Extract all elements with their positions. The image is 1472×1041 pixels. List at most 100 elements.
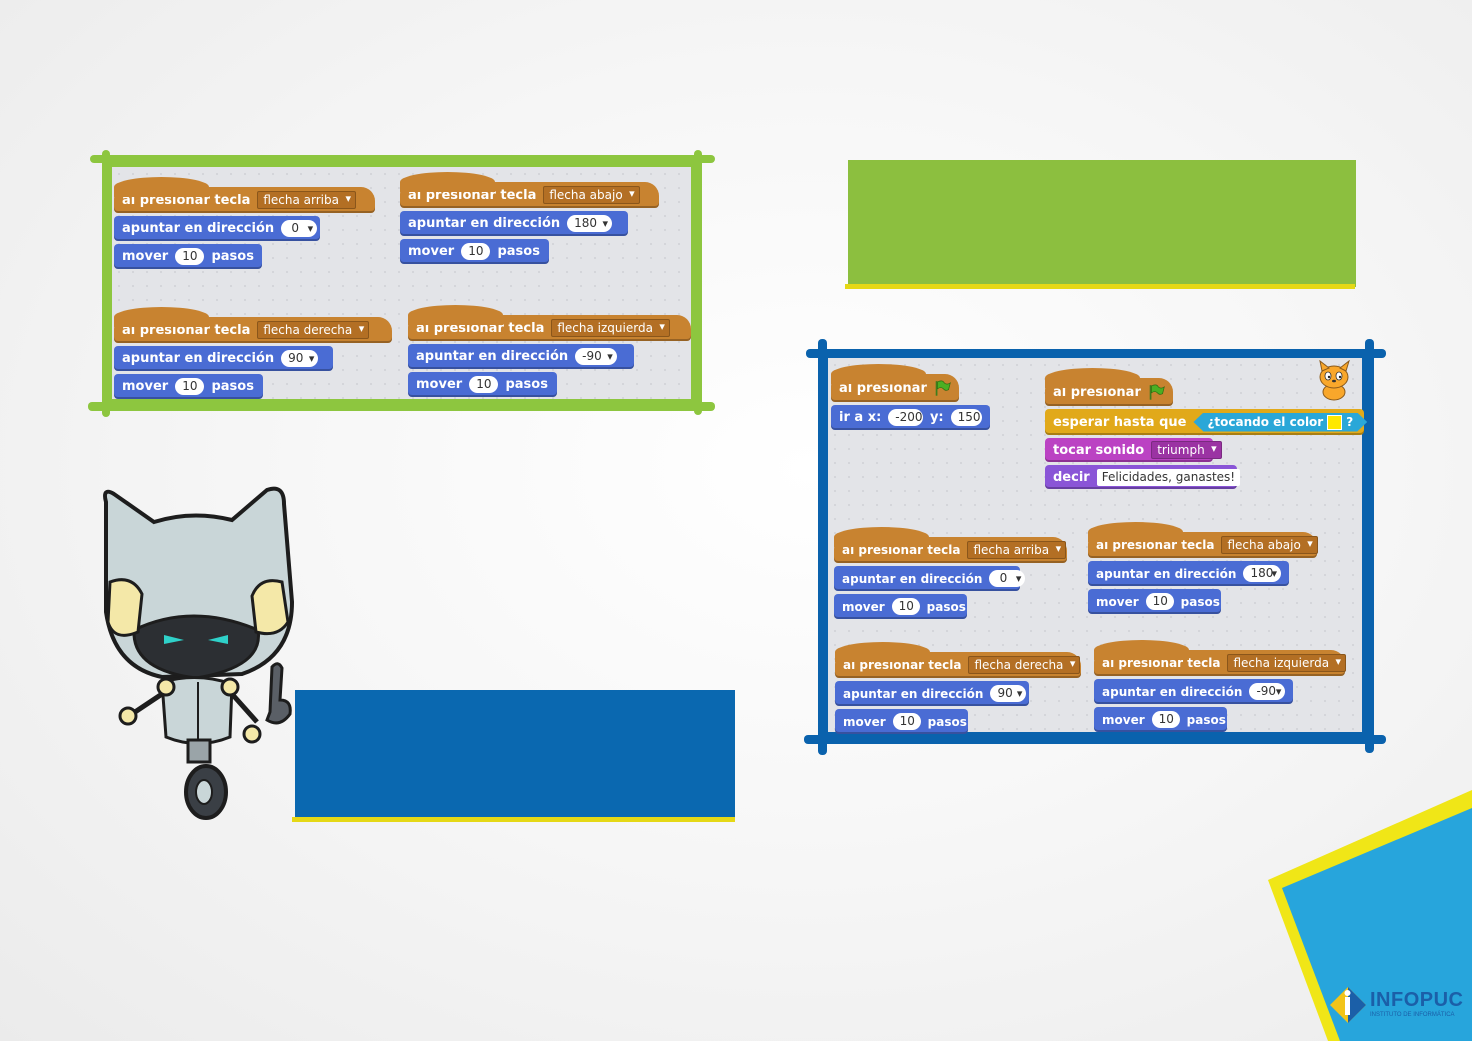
point-direction-block[interactable]: apuntar en dirección 90 bbox=[114, 346, 333, 371]
block-label: esperar hasta que bbox=[1053, 414, 1187, 430]
block-label: mover bbox=[1102, 712, 1145, 727]
direction-input[interactable]: 90 bbox=[990, 685, 1027, 702]
direction-input[interactable]: 180 bbox=[567, 215, 613, 232]
when-key-pressed-block[interactable]: al presionar tecla flecha arriba bbox=[114, 177, 375, 213]
block-label: y: bbox=[929, 410, 944, 425]
script-up-arrow[interactable]: al presionar tecla flecha arriba apuntar … bbox=[834, 527, 1067, 619]
y-input[interactable]: 150 bbox=[950, 409, 982, 426]
steps-input[interactable]: 10 bbox=[469, 376, 499, 393]
move-steps-block[interactable]: mover 10 pasos bbox=[114, 244, 262, 269]
steps-input[interactable]: 10 bbox=[175, 378, 205, 395]
block-label: apuntar en dirección bbox=[416, 349, 569, 364]
steps-input[interactable]: 10 bbox=[461, 243, 491, 260]
block-label: al presionar tecla bbox=[842, 543, 961, 557]
key-dropdown[interactable]: flecha abajo bbox=[543, 186, 640, 204]
steps-input[interactable]: 10 bbox=[175, 248, 205, 265]
block-label: al presionar tecla bbox=[1102, 656, 1221, 670]
block-label: ? bbox=[1346, 414, 1354, 429]
block-label: apuntar en dirección bbox=[122, 351, 275, 366]
key-dropdown[interactable]: flecha arriba bbox=[967, 541, 1067, 559]
script-win-condition[interactable]: al presionar esperar hasta que ¿tocando … bbox=[1045, 368, 1364, 489]
point-direction-block[interactable]: apuntar en dirección 0 bbox=[114, 216, 320, 241]
script-up-arrow[interactable]: al presionar tecla flecha arriba apuntar … bbox=[114, 177, 375, 269]
logo-name: INFOPUC bbox=[1370, 989, 1464, 1011]
block-label: apuntar en dirección bbox=[408, 216, 561, 231]
block-label: pasos bbox=[211, 379, 254, 394]
point-direction-block[interactable]: apuntar en dirección 180 bbox=[400, 211, 628, 236]
block-label: al presionar bbox=[1053, 384, 1141, 400]
steps-input[interactable]: 10 bbox=[1145, 593, 1174, 610]
direction-input[interactable]: 180 bbox=[1243, 565, 1281, 582]
block-label: mover bbox=[122, 379, 169, 394]
green-flag-icon bbox=[935, 380, 951, 396]
block-label: mover bbox=[1096, 594, 1139, 609]
key-dropdown[interactable]: flecha derecha bbox=[968, 656, 1081, 674]
script-left-arrow[interactable]: al presionar tecla flecha izquierda apunt… bbox=[1094, 640, 1347, 732]
direction-input[interactable]: 0 bbox=[281, 220, 318, 237]
green-box-underline bbox=[845, 284, 1355, 289]
blue-frame-right bbox=[1365, 339, 1374, 753]
move-steps-block[interactable]: mover 10 pasos bbox=[834, 594, 967, 619]
wait-until-block[interactable]: esperar hasta que ¿tocando el color? bbox=[1045, 409, 1364, 435]
steps-input[interactable]: 10 bbox=[891, 598, 920, 615]
block-label: mover bbox=[122, 249, 169, 264]
robot-mascot-illustration bbox=[103, 486, 295, 820]
block-label: decir bbox=[1053, 469, 1090, 485]
block-label: tocar sonido bbox=[1053, 442, 1145, 458]
script-green-flag-start[interactable]: al presionar ir a x: -200 y: 150 bbox=[831, 364, 990, 430]
direction-input[interactable]: 0 bbox=[989, 570, 1026, 587]
steps-input[interactable]: 10 bbox=[892, 713, 921, 730]
color-swatch[interactable] bbox=[1327, 415, 1342, 430]
when-key-pressed-block[interactable]: al presionar tecla flecha arriba bbox=[834, 527, 1067, 563]
infopuc-logo: INFOPUC INSTITUTO DE INFORMÁTICA bbox=[1328, 985, 1463, 1025]
block-label: mover bbox=[842, 599, 885, 614]
point-direction-block[interactable]: apuntar en dirección-90 bbox=[1094, 679, 1293, 704]
goto-xy-block[interactable]: ir a x: -200 y: 150 bbox=[831, 405, 990, 430]
point-direction-block[interactable]: apuntar en dirección -90 bbox=[408, 344, 634, 369]
block-label: al presionar tecla bbox=[122, 192, 251, 208]
scratch-cat-icon bbox=[1319, 360, 1350, 401]
say-block[interactable]: decir Felicidades, ganastes! bbox=[1045, 465, 1241, 489]
direction-input[interactable]: -90 bbox=[1249, 683, 1286, 700]
key-dropdown[interactable]: flecha derecha bbox=[257, 321, 370, 339]
when-flag-clicked-block[interactable]: al presionar bbox=[831, 364, 959, 402]
block-label: pasos bbox=[211, 249, 254, 264]
key-dropdown[interactable]: flecha izquierda bbox=[1227, 654, 1347, 672]
move-steps-block[interactable]: mover 10 pasos bbox=[114, 374, 263, 399]
sound-dropdown[interactable]: triumph bbox=[1151, 441, 1222, 459]
direction-input[interactable]: 90 bbox=[281, 350, 319, 367]
block-label: apuntar en dirección bbox=[122, 221, 275, 236]
block-label: pasos bbox=[926, 599, 966, 614]
key-dropdown[interactable]: flecha abajo bbox=[1221, 536, 1318, 554]
when-key-pressed-block[interactable]: al presionar tecla flecha izquierda bbox=[1094, 640, 1347, 676]
steps-input[interactable]: 10 bbox=[1151, 711, 1180, 728]
touching-color-block[interactable]: ¿tocando el color? bbox=[1193, 413, 1367, 432]
key-dropdown[interactable]: flecha izquierda bbox=[551, 319, 670, 337]
say-text-input[interactable]: Felicidades, ganastes! bbox=[1096, 468, 1241, 486]
direction-input[interactable]: -90 bbox=[575, 348, 617, 365]
x-input[interactable]: -200 bbox=[888, 409, 923, 426]
key-dropdown[interactable]: flecha arriba bbox=[257, 191, 356, 209]
play-sound-block[interactable]: tocar sonido triumph bbox=[1045, 438, 1222, 462]
blue-frame-top bbox=[806, 349, 1386, 358]
block-label: pasos bbox=[927, 714, 967, 729]
when-flag-clicked-block[interactable]: al presionar bbox=[1045, 368, 1173, 406]
